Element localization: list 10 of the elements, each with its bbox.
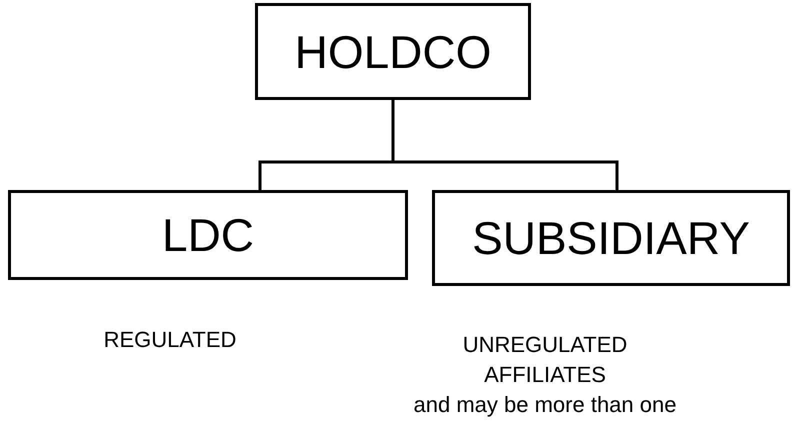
entity-note: and may be more than one — [412, 391, 678, 419]
entity-name: HOLDCO — [294, 24, 492, 78]
entity-name: SUBSIDIARY — [472, 211, 750, 265]
entity-box — [255, 3, 531, 100]
entity-note: REGULATED — [102, 326, 238, 354]
entity-box — [432, 190, 790, 286]
entity-name: LDC — [162, 208, 254, 262]
entity-box — [8, 190, 408, 280]
connector-line — [392, 100, 618, 190]
entity-note: UNREGULATED AFFILIATES — [462, 331, 628, 389]
